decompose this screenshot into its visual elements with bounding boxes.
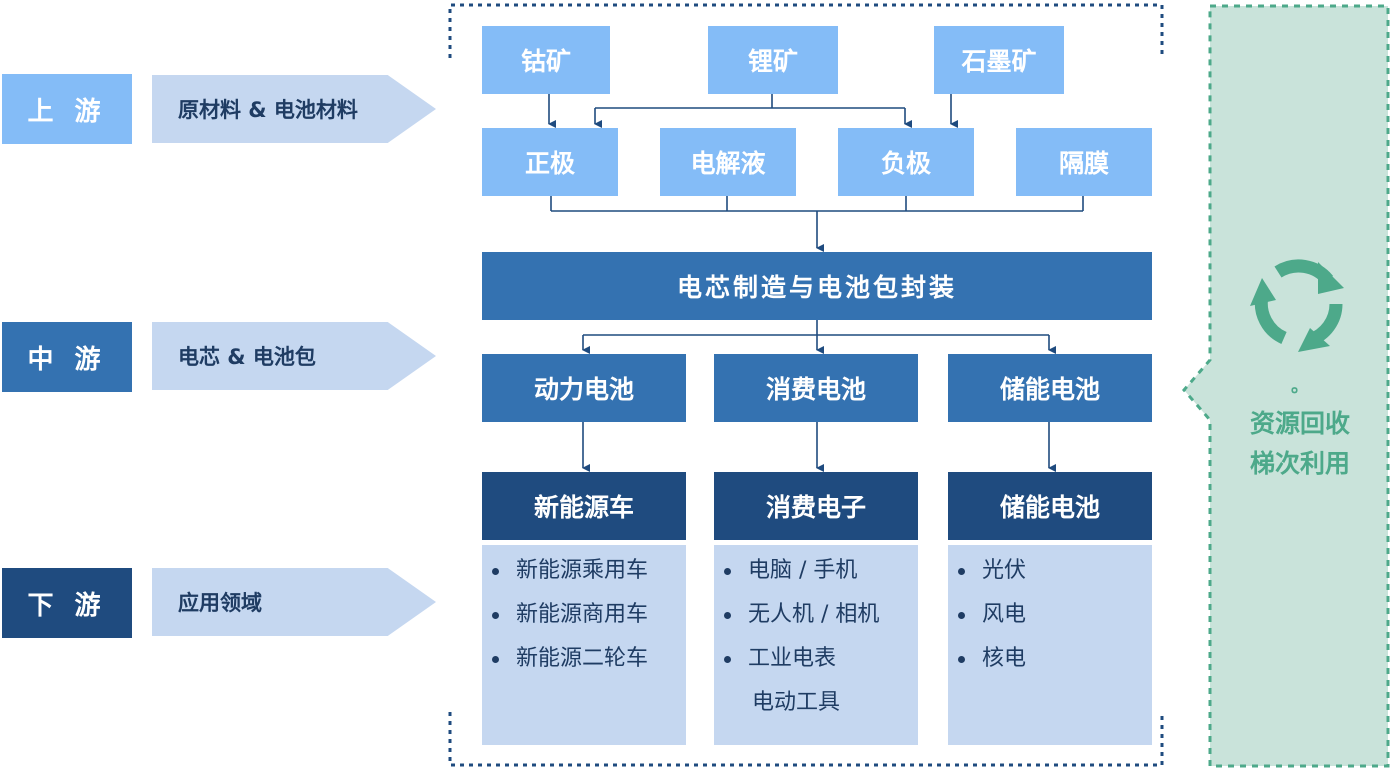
stage-upstream: 上 游 xyxy=(2,74,132,144)
battery-storage: 储能电池 xyxy=(948,354,1152,422)
stage-midstream-label: 中 游 xyxy=(27,344,107,375)
recycling-panel-outline xyxy=(1182,4,1390,768)
bullet-icon xyxy=(724,656,731,663)
bullet-icon xyxy=(958,656,965,663)
list-item: 工业电表 xyxy=(722,647,918,691)
app-electronics-title-text: 消费电子 xyxy=(765,493,866,522)
bullet-icon xyxy=(724,568,731,575)
raw-graphite: 石墨矿 xyxy=(934,26,1064,94)
stage-midstream-desc: 电芯 & 电池包 xyxy=(152,322,436,390)
app-electronics-title: 消费电子 xyxy=(714,472,918,540)
list-item-text: 核电 xyxy=(982,646,1027,671)
app-storage-title-text: 储能电池 xyxy=(999,493,1100,522)
stage-upstream-label: 上 游 xyxy=(27,96,107,127)
list-item: 光伏 xyxy=(956,559,1152,603)
list-item: 新能源商用车 xyxy=(490,603,686,647)
bullet-icon xyxy=(958,568,965,575)
list-item: 新能源二轮车 xyxy=(490,647,686,691)
battery-consumer-label: 消费电池 xyxy=(765,375,866,404)
app-nev-title-text: 新能源车 xyxy=(533,493,634,522)
component-electrolyte-label: 电解液 xyxy=(690,149,766,178)
battery-power-label: 动力电池 xyxy=(533,375,634,404)
list-item: 无人机 / 相机 xyxy=(722,603,918,647)
recycle-label: 资源回收 梯次利用 xyxy=(1212,404,1388,484)
list-item-text: 新能源乘用车 xyxy=(516,558,649,583)
component-separator-label: 隔膜 xyxy=(1058,149,1109,178)
stage-midstream-desc-text: 电芯 & 电池包 xyxy=(178,345,316,369)
list-item-text: 风电 xyxy=(982,602,1027,627)
list-item: 核电 xyxy=(956,647,1152,691)
bullet-icon xyxy=(492,568,499,575)
recycle-icon xyxy=(1250,259,1344,352)
stage-upstream-desc-text: 原材料 & 电池材料 xyxy=(178,98,358,122)
list-item-text: 电脑 / 手机 xyxy=(748,558,858,583)
stage-upstream-desc: 原材料 & 电池材料 xyxy=(152,75,436,143)
raw-lithium: 锂矿 xyxy=(708,26,838,94)
list-item-text: 电动工具 xyxy=(752,690,841,715)
list-item: 风电 xyxy=(956,603,1152,647)
raw-cobalt: 钴矿 xyxy=(482,26,610,94)
app-nev-list: 新能源乘用车 新能源商用车 新能源二轮车 xyxy=(482,545,686,745)
app-nev-title: 新能源车 xyxy=(482,472,686,540)
list-item-text: 新能源商用车 xyxy=(516,602,649,627)
list-item-text: 无人机 / 相机 xyxy=(748,602,880,627)
app-storage-title: 储能电池 xyxy=(948,472,1152,540)
list-item: 电脑 / 手机 xyxy=(722,559,918,603)
stage-downstream-desc: 应用领域 xyxy=(152,568,436,636)
component-anode-label: 负极 xyxy=(880,149,931,178)
bullet-icon xyxy=(724,612,731,619)
raw-lithium-label: 锂矿 xyxy=(747,47,798,76)
manufacturing-label: 电芯制造与电池包封装 xyxy=(676,273,957,302)
raw-cobalt-label: 钴矿 xyxy=(520,47,571,76)
component-anode: 负极 xyxy=(838,128,974,196)
manufacturing-box: 电芯制造与电池包封装 xyxy=(482,252,1152,320)
battery-storage-label: 储能电池 xyxy=(999,375,1100,404)
bullet-icon xyxy=(958,612,965,619)
recycle-small-mark-text: 。 xyxy=(1291,376,1309,397)
component-cathode: 正极 xyxy=(482,128,618,196)
recycle-line1: 资源回收 xyxy=(1249,409,1350,438)
component-separator: 隔膜 xyxy=(1016,128,1152,196)
app-storage-list: 光伏 风电 核电 xyxy=(948,545,1152,745)
recycle-line2: 梯次利用 xyxy=(1249,449,1350,478)
bullet-icon xyxy=(492,612,499,619)
dotted-frame xyxy=(448,3,1164,767)
stage-downstream-label: 下 游 xyxy=(27,590,107,621)
list-item-text: 工业电表 xyxy=(748,646,837,671)
bullet-icon xyxy=(492,656,499,663)
battery-power: 动力电池 xyxy=(482,354,686,422)
list-item-text: 光伏 xyxy=(982,558,1027,583)
component-electrolyte: 电解液 xyxy=(660,128,796,196)
list-item: 新能源乘用车 xyxy=(490,559,686,603)
stage-downstream-desc-text: 应用领域 xyxy=(178,591,262,615)
stage-downstream: 下 游 xyxy=(2,568,132,638)
recycle-small-mark: 。 xyxy=(1212,372,1388,402)
battery-consumer: 消费电池 xyxy=(714,354,918,422)
raw-graphite-label: 石墨矿 xyxy=(961,47,1037,76)
component-cathode-label: 正极 xyxy=(524,149,575,178)
list-item-text: 新能源二轮车 xyxy=(516,646,649,671)
stage-midstream: 中 游 xyxy=(2,322,132,392)
list-item: 电动工具 xyxy=(722,691,918,735)
app-electronics-list: 电脑 / 手机 无人机 / 相机 工业电表 电动工具 xyxy=(714,545,918,745)
